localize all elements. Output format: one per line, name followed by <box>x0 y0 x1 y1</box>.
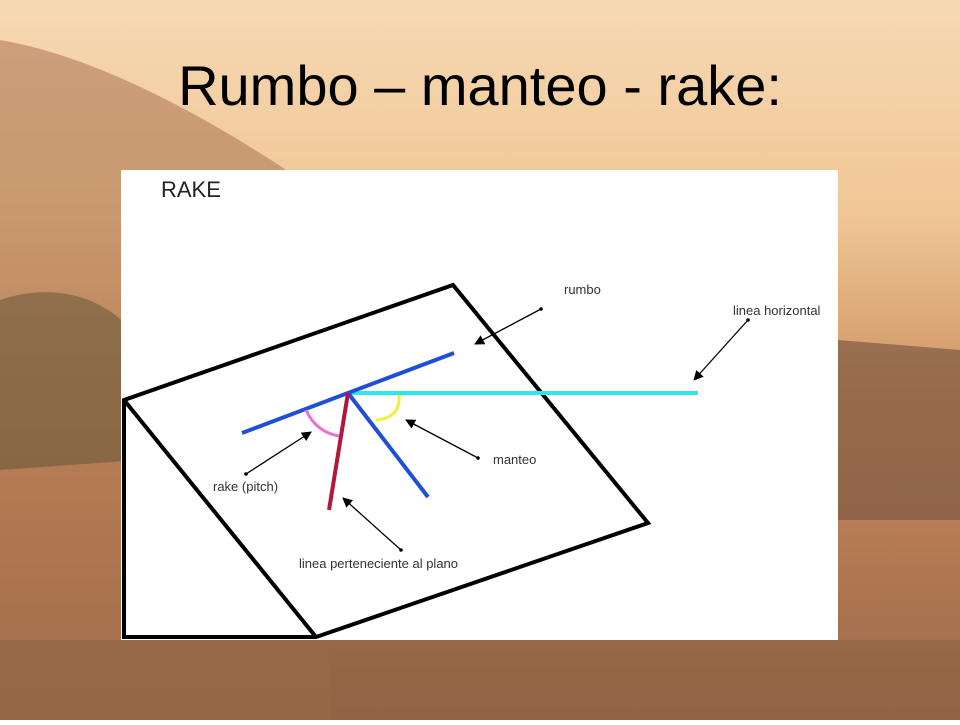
trees-left <box>0 292 140 470</box>
plane-edge-left <box>122 398 318 639</box>
diagram-panel: RAKE rumbo linea horizontal manteo <box>121 170 838 640</box>
dot-rumbo <box>539 307 543 311</box>
label-rumbo: rumbo <box>564 282 601 297</box>
label-linea-plano: linea perteneciente al plano <box>299 556 458 571</box>
ground <box>0 640 960 720</box>
arrow-rumbo <box>474 308 542 345</box>
rake-arc <box>304 409 340 438</box>
label-rake: rake (pitch) <box>213 479 278 494</box>
dot-linea-plano <box>399 548 403 552</box>
plane-line <box>327 392 350 511</box>
label-linea-horizontal: linea horizontal <box>733 303 821 318</box>
arrow-rake <box>245 431 312 475</box>
dot-linea-horizontal <box>746 318 750 322</box>
arrow-linea-horizontal <box>693 319 749 381</box>
dot-rake <box>244 472 248 476</box>
rake-diagram: RAKE rumbo linea horizontal manteo <box>122 177 821 639</box>
diagram-heading: RAKE <box>161 177 221 202</box>
dot-manteo <box>476 456 480 460</box>
inclined-plane <box>122 282 652 639</box>
structure-right <box>838 340 960 520</box>
slide-title: Rumbo – manteo - rake: <box>178 54 782 117</box>
arrow-linea-plano <box>342 497 402 551</box>
label-manteo: manteo <box>493 452 536 467</box>
dip-arc <box>375 394 401 422</box>
arrow-manteo <box>405 419 479 459</box>
dip-line <box>346 391 430 499</box>
